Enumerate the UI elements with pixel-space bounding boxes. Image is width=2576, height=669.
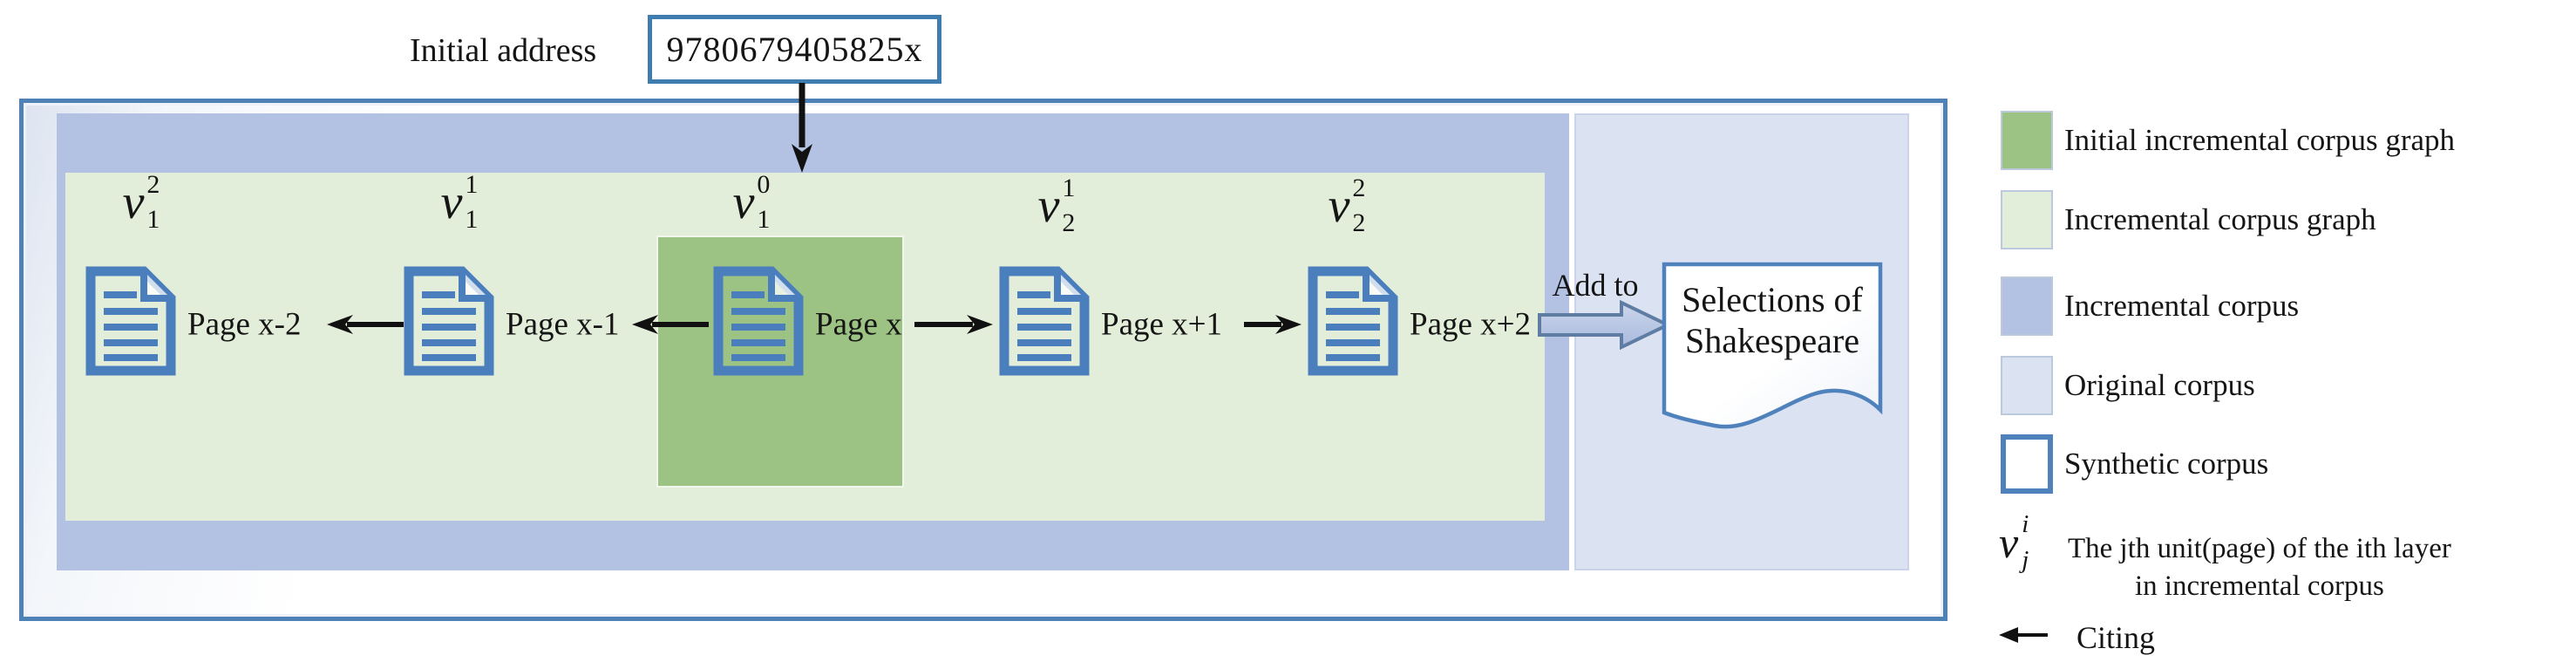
selections-line1: Selections of bbox=[1682, 280, 1863, 319]
v-char: v bbox=[1037, 179, 1060, 233]
legend-v-description-line1: The jth unit(page) of the ith layer bbox=[2068, 533, 2451, 564]
v-char: v bbox=[1328, 179, 1350, 233]
add-to-label: Add to bbox=[1552, 268, 1639, 303]
citing-legend-arrow-icon bbox=[1999, 627, 2048, 643]
page-label: Page x+2 bbox=[1410, 306, 1532, 343]
legend-citing-label: Citing bbox=[2076, 620, 2156, 655]
document-icon bbox=[404, 266, 494, 376]
citing-arrow-right bbox=[1244, 315, 1302, 334]
selections-line2: Shakespeare bbox=[1685, 321, 1859, 361]
legend-swatch-synthetic-corpus bbox=[2001, 434, 2053, 494]
document-icon bbox=[713, 266, 804, 376]
legend-v-description: The jth unit(page) of the ith layer in i… bbox=[2068, 530, 2451, 605]
citing-arrow-left bbox=[327, 315, 404, 334]
v-char: v bbox=[122, 175, 145, 229]
page-label: Page x+1 bbox=[1101, 306, 1223, 343]
citing-arrow-left bbox=[632, 315, 709, 334]
legend-label: Incremental corpus graph bbox=[2064, 202, 2376, 236]
document-icon bbox=[85, 266, 176, 376]
selections-of-shakespeare-label: Selections of Shakespeare bbox=[1669, 279, 1876, 361]
selections-document-shape bbox=[1662, 262, 1883, 429]
citing-arrow-right bbox=[914, 315, 993, 334]
document-icon bbox=[1308, 266, 1398, 376]
v-char: v bbox=[1999, 518, 2019, 567]
legend-label: Initial incremental corpus graph bbox=[2064, 123, 2456, 157]
legend-v-description-line2: in incremental corpus bbox=[2134, 570, 2384, 602]
page-label: Page x bbox=[815, 306, 902, 343]
page-label: Page x-1 bbox=[506, 306, 620, 343]
document-icon bbox=[999, 266, 1090, 376]
legend-swatch-incremental-corpus bbox=[2001, 276, 2053, 336]
down-arrow-icon bbox=[792, 83, 812, 173]
initial-address-box: 9780679405825x bbox=[648, 15, 941, 84]
legend-label: Incremental corpus bbox=[2064, 289, 2300, 323]
v-char: v bbox=[440, 175, 463, 229]
add-to-block-arrow bbox=[1538, 300, 1670, 350]
legend-swatch-initial-incremental-corpus-graph bbox=[2001, 111, 2053, 170]
legend-label: Synthetic corpus bbox=[2064, 447, 2269, 481]
legend-label: Original corpus bbox=[2064, 368, 2255, 402]
v-char: v bbox=[732, 175, 755, 229]
legend-swatch-incremental-corpus-graph bbox=[2001, 190, 2053, 249]
initial-address-value: 9780679405825x bbox=[666, 30, 923, 69]
page-label: Page x-2 bbox=[187, 306, 302, 343]
initial-address-label: Initial address bbox=[410, 32, 597, 69]
legend-swatch-original-corpus bbox=[2001, 356, 2053, 415]
